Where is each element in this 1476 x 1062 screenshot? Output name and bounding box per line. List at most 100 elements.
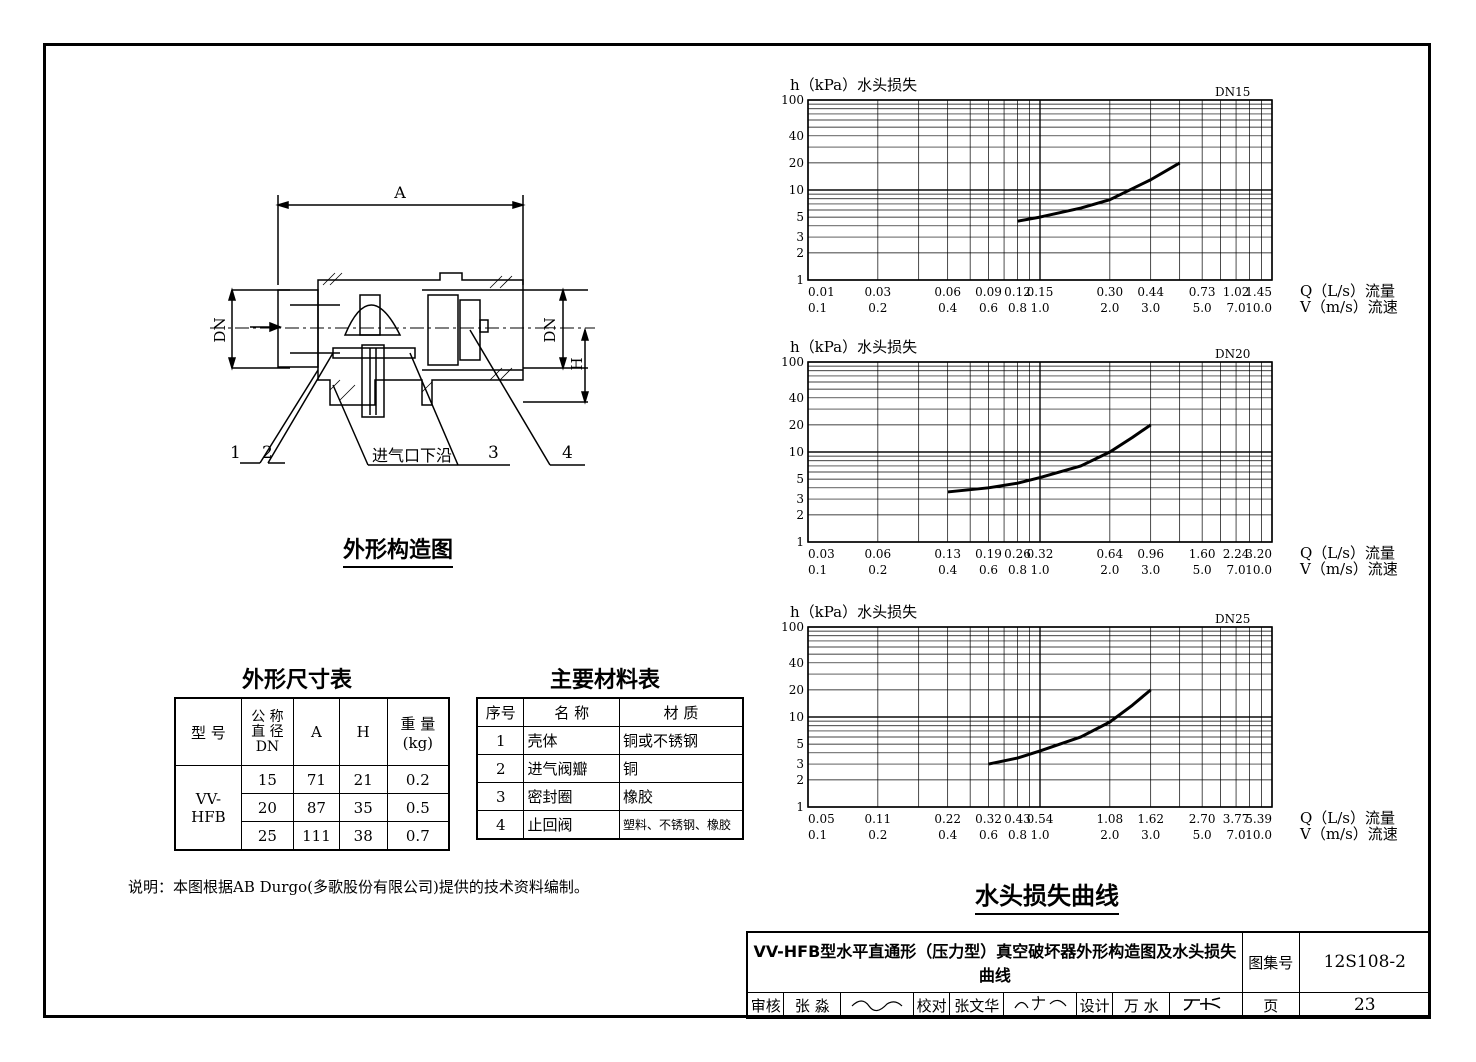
v-tick-label: 10.0 — [1245, 301, 1272, 315]
mat-cell: 铜或不锈钢 — [618, 726, 744, 755]
mat-cell: 壳体 — [523, 726, 620, 755]
mat-cell: 4 — [476, 810, 525, 840]
v-tick-label: 0.1 — [808, 828, 827, 842]
q-tick-label: 3.20 — [1245, 547, 1272, 561]
y-tick-label: 1 — [796, 273, 804, 287]
y-tick-label: 3 — [796, 757, 804, 771]
y-tick-label: 3 — [796, 230, 804, 244]
x-axis-title-v: V（m/s）流速 — [1299, 560, 1398, 578]
drawing-title: 外形构造图 — [343, 532, 454, 568]
designer: 万 水 — [1112, 991, 1171, 1019]
v-tick-label: 0.2 — [868, 828, 887, 842]
mat-header-no: 序号 — [476, 697, 525, 727]
q-tick-label: 0.43 — [1004, 812, 1031, 826]
x-axis-title-q: Q（L/s）流量 — [1300, 282, 1395, 300]
dim-header-h: H — [338, 697, 388, 766]
y-tick-label: 1 — [796, 535, 804, 549]
table-row: 20 87 35 0.5 — [175, 793, 450, 822]
dim-cell: 87 — [293, 793, 340, 822]
mat-cell: 止回阀 — [523, 810, 620, 840]
q-tick-label: 2.70 — [1189, 812, 1216, 826]
y-tick-label: 20 — [789, 156, 804, 170]
mat-header-material: 材 质 — [618, 697, 744, 727]
q-tick-label: 0.73 — [1189, 285, 1216, 299]
v-tick-label: 1.0 — [1030, 828, 1049, 842]
dim-header-weight: 重 量 (kg) — [386, 697, 450, 766]
y-tick-label: 3 — [796, 492, 804, 506]
dim-header-a: A — [293, 697, 340, 766]
v-tick-label: 5.0 — [1193, 563, 1212, 577]
y-tick-label: 100 — [781, 355, 804, 369]
v-tick-label: 7.0 — [1227, 828, 1246, 842]
checker: 张文华 — [949, 991, 1005, 1019]
q-tick-label: 1.08 — [1096, 812, 1123, 826]
v-tick-label: 0.2 — [868, 563, 887, 577]
y-tick-label: 10 — [789, 445, 804, 459]
mat-cell: 2 — [476, 754, 525, 783]
q-tick-label: 0.03 — [864, 285, 891, 299]
valve-drawing: A DN DN H 1 2 3 4 进气口下沿 — [210, 183, 595, 466]
y-tick-label: 10 — [789, 183, 804, 197]
y-axis-title: h（kPa）水头损失 — [790, 76, 917, 94]
v-tick-label: 5.0 — [1193, 828, 1212, 842]
q-tick-label: 0.11 — [864, 812, 891, 826]
y-tick-label: 100 — [781, 620, 804, 634]
v-tick-label: 5.0 — [1193, 301, 1212, 315]
callout-4: 4 — [562, 443, 573, 463]
review-label: 审核 — [746, 991, 785, 1019]
q-tick-label: 0.05 — [808, 812, 835, 826]
q-tick-label: 0.12 — [1004, 285, 1031, 299]
q-tick-label: 5.39 — [1245, 812, 1272, 826]
q-tick-label: 0.64 — [1096, 547, 1123, 561]
v-tick-label: 0.1 — [808, 563, 827, 577]
v-tick-label: 0.4 — [938, 828, 957, 842]
y-tick-label: 10 — [789, 710, 804, 724]
design-label: 设计 — [1075, 991, 1114, 1019]
q-tick-label: 0.32 — [1027, 547, 1054, 561]
q-tick-label: 0.26 — [1004, 547, 1031, 561]
head-loss-charts: 10040201053210.10.010.20.030.40.060.60.0… — [781, 76, 1398, 843]
dim-cell: 111 — [293, 821, 340, 851]
q-tick-label: 0.03 — [808, 547, 835, 561]
v-tick-label: 3.0 — [1141, 828, 1160, 842]
dim-cell: 0.5 — [386, 793, 450, 822]
v-tick-label: 0.8 — [1008, 563, 1027, 577]
dim-DN-left-label: DN — [211, 317, 229, 342]
dim-cell: 21 — [338, 765, 388, 794]
y-axis-title: h（kPa）水头损失 — [790, 338, 917, 356]
mat-cell: 密封圈 — [523, 782, 620, 811]
x-axis-title-q: Q（L/s）流量 — [1300, 544, 1395, 562]
callout-2: 2 — [262, 443, 273, 463]
v-tick-label: 0.8 — [1008, 301, 1027, 315]
v-tick-label: 3.0 — [1141, 301, 1160, 315]
y-tick-label: 100 — [781, 93, 804, 107]
q-tick-label: 0.15 — [1027, 285, 1054, 299]
chart-title: DN20 — [1215, 347, 1250, 361]
q-tick-label: 1.60 — [1189, 547, 1216, 561]
reviewer: 张 淼 — [783, 991, 842, 1019]
dim-H-label: H — [568, 357, 586, 370]
designer-signature — [1169, 991, 1243, 1019]
head-loss-curve — [1017, 161, 1181, 223]
page-label: 页 — [1241, 991, 1300, 1019]
drawing-frame — [43, 43, 1431, 1018]
atlas-label: 图集号 — [1241, 931, 1300, 993]
v-tick-label: 0.4 — [938, 301, 957, 315]
q-tick-label: 1.02 — [1223, 285, 1250, 299]
check-label: 校对 — [912, 991, 951, 1019]
dim-cell: 38 — [338, 821, 388, 851]
mat-cell: 橡胶 — [618, 782, 744, 811]
dim-cell: 0.2 — [386, 765, 450, 794]
y-axis-title: h（kPa）水头损失 — [790, 603, 917, 621]
dim-cell: 35 — [338, 793, 388, 822]
v-tick-label: 0.6 — [979, 563, 998, 577]
q-tick-label: 0.13 — [934, 547, 961, 561]
dim-header-model: 型 号 — [174, 697, 242, 766]
dim-cell: 15 — [240, 765, 295, 794]
q-tick-label: 0.06 — [934, 285, 961, 299]
v-tick-label: 7.0 — [1227, 301, 1246, 315]
atlas-no: 12S108-2 — [1298, 931, 1432, 993]
dim-cell: 71 — [293, 765, 340, 794]
